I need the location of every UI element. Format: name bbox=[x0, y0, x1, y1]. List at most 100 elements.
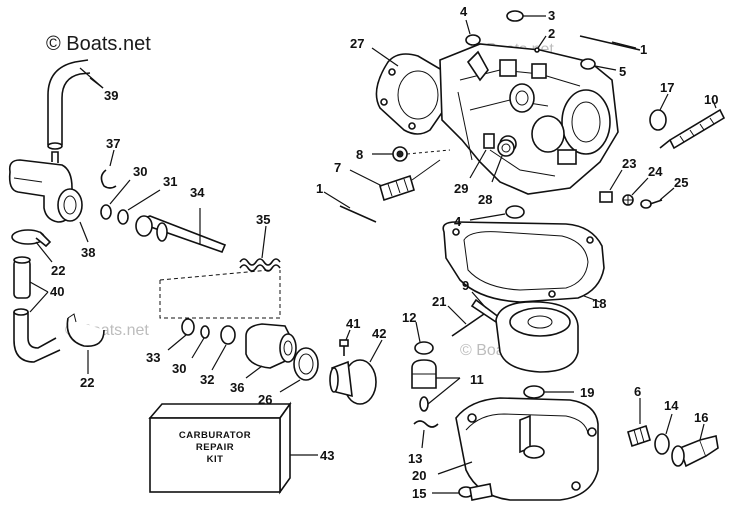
callout-20: 20 bbox=[412, 468, 426, 483]
part-4-plug-upper bbox=[465, 34, 481, 46]
part-11-needle-seat bbox=[411, 359, 437, 412]
part-1-wire-lower bbox=[339, 205, 377, 223]
callout-24: 24 bbox=[648, 164, 663, 179]
part-12-washer bbox=[414, 341, 434, 355]
kit-line-1: CARBURATOR bbox=[179, 430, 251, 441]
part-19-washer bbox=[523, 385, 545, 399]
kit-line-3: KIT bbox=[207, 454, 224, 465]
part-24-spring-washer bbox=[622, 194, 634, 206]
part-6-jet bbox=[627, 424, 651, 448]
part-7-spring bbox=[379, 159, 441, 202]
part-22-clamp-upper bbox=[11, 229, 52, 248]
callout-40: 40 bbox=[50, 284, 64, 299]
callout-32: 32 bbox=[200, 372, 214, 387]
part-4-plug-lower bbox=[505, 205, 525, 219]
callout-31: 31 bbox=[163, 174, 177, 189]
callout-5: 5 bbox=[619, 64, 626, 79]
callout-36: 36 bbox=[230, 380, 244, 395]
part-10-needle bbox=[659, 108, 726, 150]
callout-43: 43 bbox=[320, 448, 334, 463]
callout-17: 17 bbox=[660, 80, 674, 95]
callout-25: 25 bbox=[674, 175, 688, 190]
callout-22-lower: 22 bbox=[80, 375, 94, 390]
part-14-washer bbox=[654, 433, 670, 455]
part-37-clip bbox=[100, 169, 117, 189]
callout-21: 21 bbox=[432, 294, 446, 309]
part-1-wire-upper bbox=[579, 35, 641, 51]
callout-1-upper: 1 bbox=[640, 42, 647, 57]
callout-39: 39 bbox=[104, 88, 118, 103]
callout-14: 14 bbox=[664, 398, 679, 413]
callout-33: 33 bbox=[146, 350, 160, 365]
callout-22-upper: 22 bbox=[51, 263, 65, 278]
callout-7: 7 bbox=[334, 160, 341, 175]
callout-11: 11 bbox=[470, 372, 484, 387]
callout-27: 27 bbox=[350, 36, 364, 51]
callout-10: 10 bbox=[704, 92, 718, 107]
callout-37: 37 bbox=[106, 136, 120, 151]
callout-16: 16 bbox=[694, 410, 708, 425]
callout-26: 26 bbox=[258, 392, 272, 407]
callout-6: 6 bbox=[634, 384, 641, 399]
part-17-sleeve bbox=[649, 109, 667, 131]
callout-2: 2 bbox=[548, 26, 555, 41]
part-5-washer bbox=[580, 58, 596, 70]
callout-29: 29 bbox=[454, 181, 468, 196]
part-39-hose bbox=[47, 59, 91, 150]
callout-28: 28 bbox=[478, 192, 492, 207]
part-16-plug bbox=[671, 435, 719, 468]
callout-18: 18 bbox=[592, 296, 606, 311]
part-43-repair-kit: CARBURATOR REPAIR KIT bbox=[148, 401, 292, 495]
part-30-oring-upper bbox=[100, 204, 112, 220]
part-34-shaft bbox=[135, 215, 227, 254]
callout-1-lower: 1 bbox=[316, 181, 323, 196]
part-20-float-bowl bbox=[455, 397, 599, 501]
callout-30-lower: 30 bbox=[172, 361, 186, 376]
part-25-screw bbox=[640, 199, 663, 209]
part-36-housing bbox=[245, 323, 297, 369]
callout-38: 38 bbox=[81, 245, 95, 260]
part-23-cap bbox=[599, 191, 613, 203]
part-31-oring bbox=[117, 209, 129, 225]
alignment-guide bbox=[159, 270, 281, 319]
part-28-gear bbox=[497, 139, 515, 157]
callout-35: 35 bbox=[256, 212, 270, 227]
watermark-main: © Boats.net bbox=[46, 33, 151, 55]
part-26-gasket-ring bbox=[293, 347, 319, 381]
part-33-washer bbox=[181, 318, 195, 336]
callout-8: 8 bbox=[356, 147, 363, 162]
callout-41: 41 bbox=[346, 316, 360, 331]
callout-15: 15 bbox=[412, 486, 426, 501]
part-30-oring-lower bbox=[200, 325, 210, 339]
part-27-gasket bbox=[375, 53, 457, 135]
part-42-plunger bbox=[329, 359, 377, 405]
part-18-gasket bbox=[442, 221, 605, 303]
callout-9: 9 bbox=[462, 278, 469, 293]
callout-30-upper: 30 bbox=[133, 164, 147, 179]
part-35-spring bbox=[239, 258, 281, 272]
callout-34: 34 bbox=[190, 185, 205, 200]
callout-3: 3 bbox=[548, 8, 555, 23]
part-41-screw bbox=[339, 339, 349, 356]
float bbox=[495, 301, 579, 373]
callout-13: 13 bbox=[408, 451, 422, 466]
part-21-pin bbox=[451, 313, 485, 337]
callout-42: 42 bbox=[372, 326, 386, 341]
callout-23: 23 bbox=[622, 156, 636, 171]
part-38-fitting bbox=[8, 151, 83, 223]
part-8-knob bbox=[392, 146, 408, 162]
part-40-tube bbox=[13, 256, 61, 363]
kit-line-2: REPAIR bbox=[196, 442, 234, 453]
part-3-cap bbox=[506, 10, 524, 22]
part-32-oring bbox=[220, 325, 236, 345]
part-29-screw bbox=[483, 133, 495, 149]
callout-4-upper: 4 bbox=[460, 4, 468, 19]
part-13-clip bbox=[413, 420, 439, 428]
callout-19: 19 bbox=[580, 385, 594, 400]
part-15-screw bbox=[458, 483, 493, 501]
callout-4-lower: 4 bbox=[454, 214, 462, 229]
callout-12: 12 bbox=[402, 310, 416, 325]
part-2-pin bbox=[534, 47, 540, 53]
